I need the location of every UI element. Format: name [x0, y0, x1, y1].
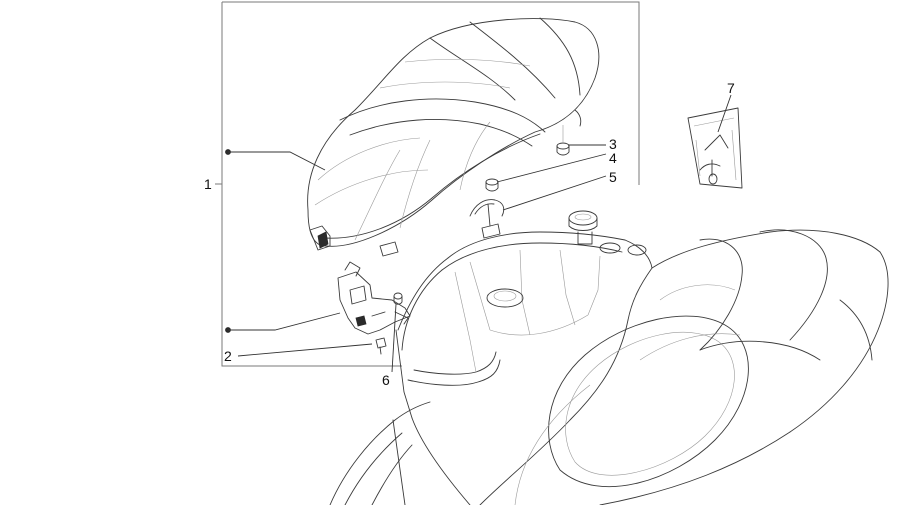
- seat-hinge-drawing: [337, 261, 411, 335]
- screw-2-drawing: [375, 337, 387, 355]
- part-label-2: 2: [224, 348, 232, 364]
- nut-6-drawing: [393, 292, 403, 305]
- scooter-body-drawing: [329, 210, 889, 505]
- part-label-6: 6: [382, 372, 390, 388]
- buffer-3-drawing: [556, 125, 570, 156]
- seat-drawing: [307, 17, 600, 257]
- pouch-7-drawing: [687, 107, 743, 189]
- leader-lines: [225, 94, 732, 373]
- part-label-3: 3: [609, 136, 617, 152]
- part-label-4: 4: [609, 150, 617, 166]
- bracket-5-drawing: [469, 199, 505, 239]
- part-label-7: 7: [727, 80, 735, 96]
- spacer-4-drawing: [485, 178, 499, 192]
- part-label-5: 5: [609, 169, 617, 185]
- assembly-bracket-frame: [215, 1, 640, 367]
- part-label-1: 1: [204, 176, 212, 192]
